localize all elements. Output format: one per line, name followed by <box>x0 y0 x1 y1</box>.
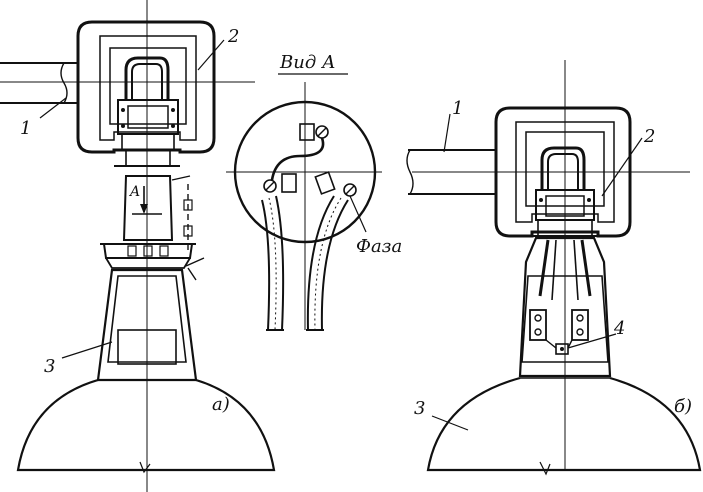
label-phase: Фаза <box>356 236 402 257</box>
figure-a: 1 2 3 A а) <box>0 0 276 492</box>
pipe-1-a <box>0 62 78 104</box>
leader-3-b <box>431 415 469 431</box>
right-terminal <box>314 171 336 195</box>
reflector-shade-b <box>426 376 702 476</box>
lampholder-head-a <box>114 99 180 167</box>
leader-1-a <box>39 97 67 119</box>
terminal-block-left <box>529 309 547 341</box>
caption-a: а) <box>212 394 230 415</box>
reflector-shade-a <box>16 378 276 474</box>
leader-phase <box>349 195 367 233</box>
socket-body-a <box>100 175 205 281</box>
label-part-2-b: 2 <box>643 126 655 147</box>
bracket-2-b <box>494 106 632 238</box>
left-screw <box>263 179 277 193</box>
cable-right-outer <box>306 195 335 331</box>
leader-2-b <box>601 137 643 197</box>
label-part-1-a: 1 <box>20 118 31 139</box>
view-a: Вид А Фаза <box>226 52 402 331</box>
label-part-3-a: 3 <box>44 356 55 377</box>
top-terminal <box>299 123 315 141</box>
lampholder-head-b <box>532 189 598 237</box>
leader-3-a <box>61 341 113 359</box>
base-circle <box>233 100 377 244</box>
leader-4-b <box>567 333 617 349</box>
contact-4 <box>555 343 569 355</box>
label-part-4-b: 4 <box>613 318 625 339</box>
view-a-title: Вид А <box>279 52 336 73</box>
caption-b: б) <box>674 396 692 417</box>
bracket-2-a <box>76 20 216 154</box>
leader-2-a <box>197 39 225 71</box>
conical-body-b <box>518 236 612 378</box>
left-terminal <box>281 173 297 193</box>
bracket-2-a-inner <box>99 35 197 141</box>
label-part-3-b: 3 <box>414 398 425 419</box>
bracket-2-b-inner <box>515 121 615 223</box>
arrow-a-head <box>140 204 148 214</box>
jumper-wire <box>270 137 325 181</box>
leader-1-b <box>443 113 451 153</box>
label-part-1-b: 1 <box>452 98 463 119</box>
cable-left-outer <box>261 199 271 331</box>
label-part-2-a: 2 <box>227 26 239 47</box>
label-arrow-a: A <box>128 184 140 200</box>
pipe-1-b <box>406 149 496 195</box>
figure-b: 1 2 4 3 б) <box>406 60 702 476</box>
terminal-block-right <box>571 309 589 341</box>
